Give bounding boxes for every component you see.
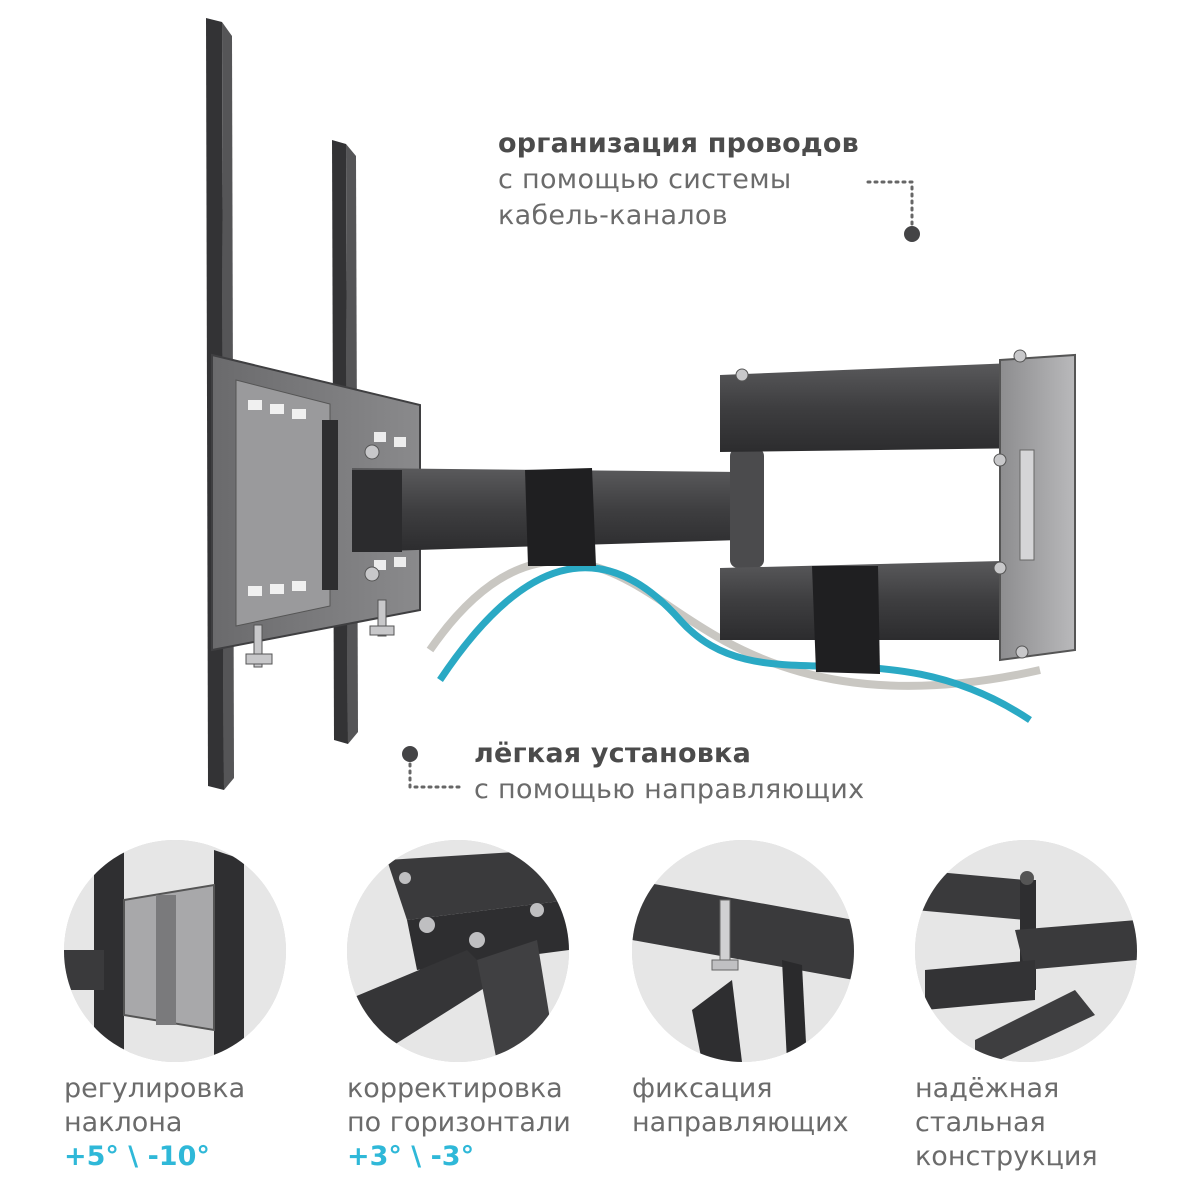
tv-wall-mount-image [206,18,1076,790]
detail-caption: фиксация направляющих [632,1072,872,1140]
callout-text: с помощью направляющих [474,774,865,805]
dotted-leader-icon [402,746,466,789]
callout-text: с помощью системы [498,164,792,195]
caption-line: корректировка [347,1073,563,1104]
caption-line: конструкция [915,1141,1098,1172]
caption-line: фиксация [632,1073,773,1104]
detail-horizontal-correction: корректировка по горизонтали +3° \ -3° [347,840,587,1174]
callout-easy-install: лёгкая установка с помощью направляющих [474,736,864,808]
caption-line: направляющих [632,1107,849,1138]
detail-image [915,840,1137,1062]
detail-image [347,840,569,1062]
caption-line: стальная [915,1107,1046,1138]
detail-caption: регулировка наклона +5° \ -10° [64,1072,304,1174]
detail-rail-fixing: фиксация направляющих [632,840,872,1140]
caption-line: по горизонтали [347,1107,571,1138]
callout-title: лёгкая установка [474,738,751,769]
caption-accent: +3° \ -3° [347,1141,475,1172]
dotted-leader-icon [866,180,920,242]
caption-line: регулировка [64,1073,246,1104]
detail-caption: корректировка по горизонтали +3° \ -3° [347,1072,587,1174]
callout-text: кабель-каналов [498,200,728,231]
detail-steel-construction: надёжная стальная конструкция [915,840,1155,1174]
callout-cable-management: организация проводов с помощью системы к… [498,126,859,234]
caption-line: наклона [64,1107,183,1138]
detail-caption: надёжная стальная конструкция [915,1072,1155,1174]
detail-image [632,840,854,1062]
caption-accent: +5° \ -10° [64,1141,210,1172]
callout-title: организация проводов [498,128,859,159]
caption-line: надёжная [915,1073,1060,1104]
detail-image [64,840,286,1062]
detail-tilt: регулировка наклона +5° \ -10° [64,840,304,1174]
